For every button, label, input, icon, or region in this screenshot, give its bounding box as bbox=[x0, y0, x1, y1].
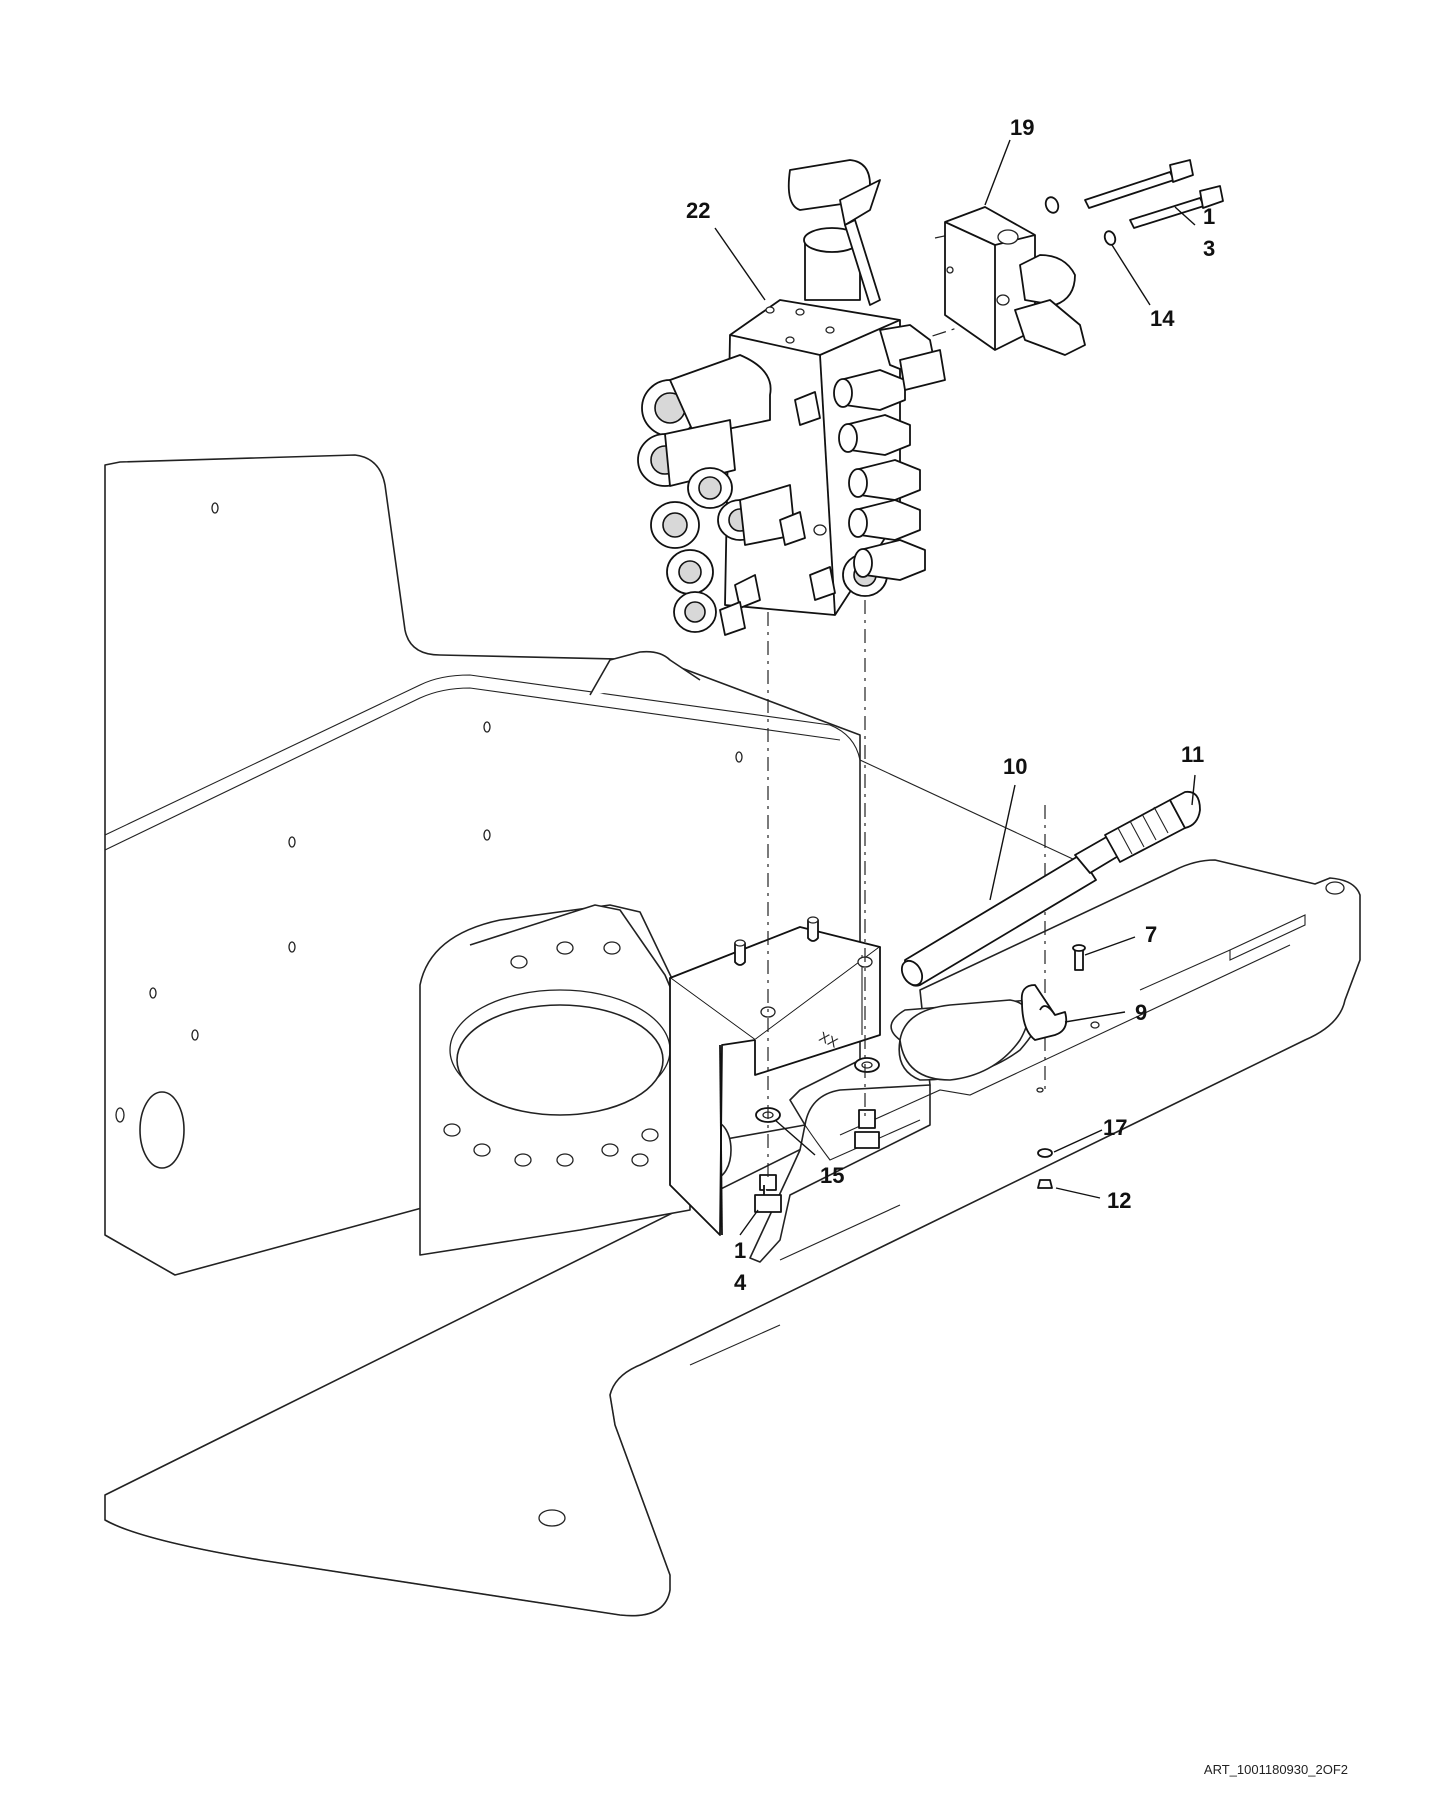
lever-handle bbox=[900, 790, 1201, 987]
art-reference-number: ART_1001180930_2OF2 bbox=[1203, 1762, 1348, 1777]
callout-14: 14 bbox=[1150, 306, 1175, 331]
callout-1-top: 1 bbox=[1203, 204, 1215, 229]
washer-and-nut bbox=[1037, 1148, 1053, 1189]
callout-11: 11 bbox=[1181, 742, 1204, 767]
lock-pin-and-clip bbox=[1020, 944, 1086, 1041]
leader-lines bbox=[714, 139, 1196, 1236]
callout-1-bottom: 1 bbox=[734, 1238, 746, 1263]
lower-chassis-plate bbox=[104, 859, 1361, 1617]
callout-labels: 19 22 1 3 14 10 11 7 9 15 1 4 17 12 bbox=[686, 115, 1215, 1295]
callout-7: 7 bbox=[1145, 922, 1157, 947]
right-valve-cartridges bbox=[833, 324, 946, 581]
callout-9: 9 bbox=[1135, 1000, 1147, 1025]
callout-17: 17 bbox=[1103, 1115, 1127, 1140]
callout-22: 22 bbox=[686, 198, 710, 223]
valve-mounting-bracket: XX bbox=[669, 916, 881, 1236]
callout-15: 15 bbox=[820, 1163, 844, 1188]
callout-10: 10 bbox=[1003, 754, 1027, 779]
right-plate-opening bbox=[899, 999, 1029, 1081]
swing-bearing-mount bbox=[419, 904, 732, 1256]
callout-3: 3 bbox=[1203, 236, 1215, 261]
hydraulic-valve-block bbox=[637, 159, 946, 636]
bracket-marking: XX bbox=[817, 1028, 841, 1051]
callout-12: 12 bbox=[1107, 1188, 1131, 1213]
callout-19: 19 bbox=[1010, 115, 1034, 140]
auxiliary-valve-block bbox=[944, 159, 1224, 356]
callout-4: 4 bbox=[734, 1270, 747, 1295]
